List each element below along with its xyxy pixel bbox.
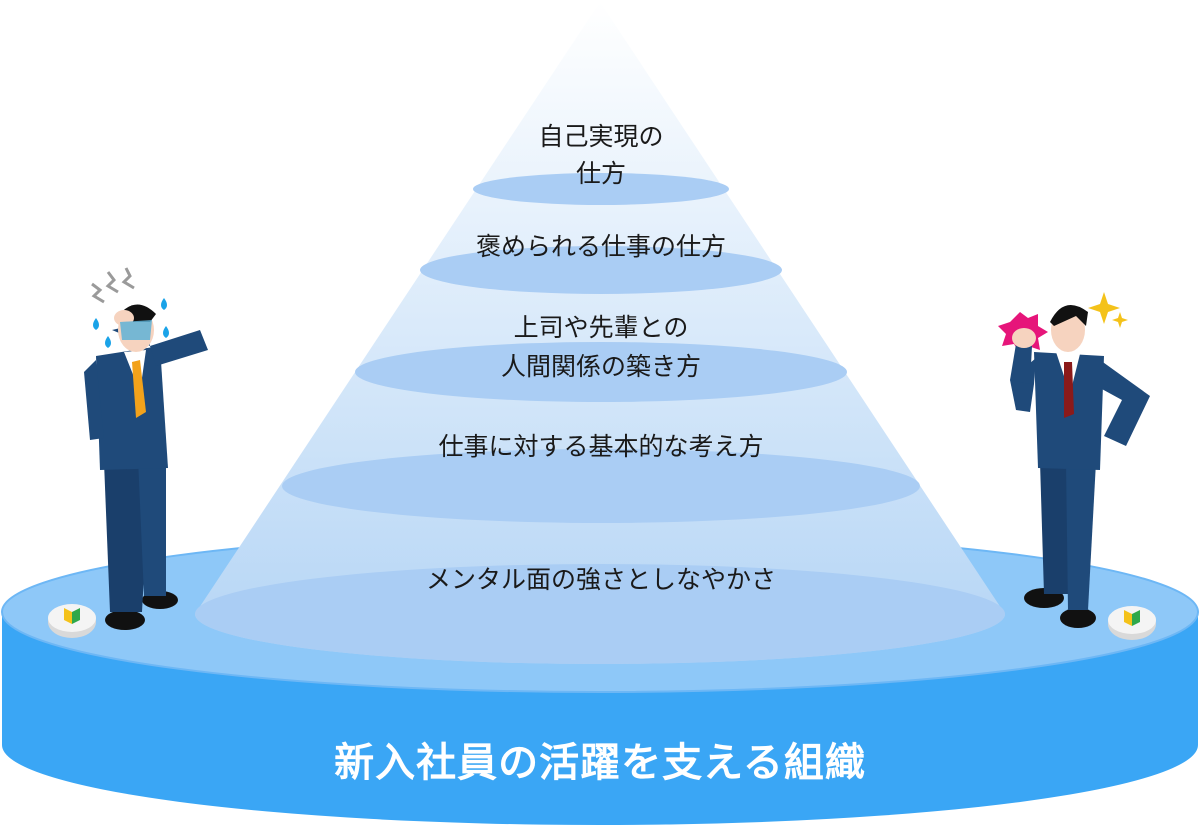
beginner-mark-icon: [48, 604, 96, 638]
layer-label-3a: 上司や先輩との: [514, 313, 689, 342]
pyramid: 自己実現の 仕方 褒められる仕事の仕方 上司や先輩との 人間関係の築き方 仕事に…: [195, 2, 1005, 664]
layer-label-1a: 自己実現の: [538, 122, 663, 151]
base-title: 新入社員の活躍を支える組織: [334, 740, 866, 786]
confident-businessman-icon: [998, 292, 1150, 628]
pyramid-band-5: [195, 564, 1005, 664]
pyramid-band-1: [473, 173, 729, 205]
layer-label-4: 仕事に対する基本的な考え方: [438, 432, 763, 461]
layer-label-5: メンタル面の強さとしなやかさ: [426, 565, 776, 594]
beginner-mark-icon: [1108, 606, 1156, 640]
pyramid-band-4: [282, 449, 920, 523]
layer-label-3b: 人間関係の築き方: [501, 352, 701, 381]
pyramid-band-3: [355, 342, 847, 402]
layer-label-1b: 仕方: [576, 159, 626, 188]
pyramid-band-2: [420, 246, 782, 294]
stressed-businessman-icon: [84, 267, 208, 630]
stress-lines-icon: [91, 267, 135, 304]
sparkle-icon: [1088, 292, 1128, 328]
layer-label-2: 褒められる仕事の仕方: [476, 232, 726, 261]
